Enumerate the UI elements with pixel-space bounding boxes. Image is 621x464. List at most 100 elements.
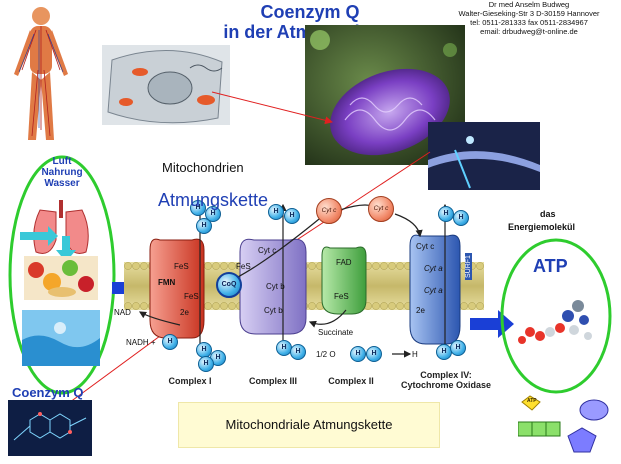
lipid-head <box>396 262 404 270</box>
proton-bubble: H <box>290 344 306 360</box>
atp-structure-icon <box>518 395 609 453</box>
lipid-head <box>140 262 148 270</box>
wasser-label: Wasser <box>44 178 80 189</box>
fmn-label: FMN <box>158 278 176 287</box>
cyt-bl-label: Cyt b <box>266 282 285 291</box>
nahrung-label: Nahrung <box>41 167 83 178</box>
lipid-head <box>460 302 468 310</box>
lipid-head <box>220 302 228 310</box>
electron-label: 2e <box>416 306 425 315</box>
oxygen-label: 1/2 O <box>316 350 336 359</box>
cyt-a-label: Cyt a <box>424 264 443 273</box>
complex-2-label: Complex II <box>328 376 374 386</box>
lipid-head <box>124 302 132 310</box>
address-line-3: tel: 0511-281333 fax 0511-2834967 <box>470 18 588 27</box>
address-block: Dr med Anselm Budweg Walter-Gieseking-St… <box>440 0 618 36</box>
fes-label: FeS <box>174 262 189 271</box>
lipid-head <box>476 302 484 310</box>
cyt-bh-label: Cyt b <box>264 306 283 315</box>
lipid-head <box>212 262 220 270</box>
left-green-ring <box>8 155 116 395</box>
cell-illustration <box>102 45 230 125</box>
lipid-head <box>124 262 132 270</box>
lipid-head <box>204 302 212 310</box>
lipid-head <box>132 302 140 310</box>
atp-ring-graphic <box>500 238 612 394</box>
lipid-head <box>228 262 236 270</box>
proton-bubble: H <box>366 346 382 362</box>
fes-label: FeS <box>184 292 199 301</box>
proton-bubble: H <box>453 210 469 226</box>
food-image <box>24 256 98 300</box>
address-line-4: email: drbudweg@t-online.de <box>480 27 578 36</box>
lipid-head <box>380 262 388 270</box>
lipid-head <box>396 302 404 310</box>
proton-bubble: H <box>284 208 300 224</box>
lungs-icon <box>20 200 89 262</box>
electron-label: 2e <box>180 308 189 317</box>
cyt-c-bubble: Cyt c <box>316 198 342 224</box>
proton-bubble: H <box>162 334 178 350</box>
lipid-head <box>220 262 228 270</box>
complex-1-label: Complex I <box>168 376 212 386</box>
proton-bubble: H <box>450 340 466 356</box>
proton-bubble: H <box>196 218 212 234</box>
complex-3-shape <box>239 238 307 335</box>
proton-bubble: H <box>350 346 366 362</box>
lipid-head <box>212 302 220 310</box>
energiemolekuel-label: Energiemolekül <box>508 222 576 232</box>
lipid-head <box>140 302 148 310</box>
fes-label: FeS <box>334 292 349 301</box>
address-line-1: Dr med Anselm Budweg <box>488 0 570 9</box>
nad-label: NAD <box>114 308 131 317</box>
lipid-head <box>388 302 396 310</box>
proton-bubble: H <box>190 200 206 216</box>
lipid-head <box>308 262 316 270</box>
atp-small-label: ATP <box>527 398 537 404</box>
mitochondrien-label: Mitochondrien <box>162 160 244 175</box>
lipid-head <box>468 302 476 310</box>
address-line-2: Walter-Gieseking-Str 3 D-30159 Hannover <box>458 9 600 18</box>
proton-bubble: H <box>205 206 221 222</box>
membrane-closeup <box>428 122 540 190</box>
complex-3-label: Complex III <box>248 376 297 386</box>
lipid-head <box>380 302 388 310</box>
water-image <box>22 310 100 366</box>
proton-bubble: H <box>198 356 214 372</box>
lipid-head <box>132 262 140 270</box>
proton-bubble: H <box>268 204 284 220</box>
caption-box: Mitochondriale Atmungskette <box>178 402 440 448</box>
complex-4-label-line1: Complex IV: <box>420 370 472 380</box>
cyt-a3-label: Cyt a <box>424 286 443 295</box>
atmungskette-label: Atmungskette <box>158 190 269 210</box>
coenzym-q-label: Coenzym Q <box>12 385 84 400</box>
complex-4-label-line2: Cytochrome Oxidase <box>400 380 492 390</box>
atp-label: ATP <box>533 256 568 276</box>
lipid-head <box>372 302 380 310</box>
lipid-head <box>476 262 484 270</box>
luft-label: Luft <box>52 156 72 167</box>
das-label: das <box>540 209 556 219</box>
succinate-label: Succinate <box>318 328 354 337</box>
cyt-c1-label: Cyt c <box>258 246 277 255</box>
human-body-illustration <box>14 7 68 140</box>
fad-label: FAD <box>336 258 352 267</box>
title-line-1: Coenzym Q <box>260 2 360 22</box>
lipid-head <box>228 302 236 310</box>
lipid-head <box>308 302 316 310</box>
surf1-label: SURF1 <box>465 253 472 280</box>
lipid-head <box>204 262 212 270</box>
coenzyme-molecule-image <box>8 400 92 456</box>
caption-text: Mitochondriale Atmungskette <box>225 417 393 432</box>
cyt-c-complex4-label: Cyt c <box>416 242 435 251</box>
lipid-head <box>372 262 380 270</box>
water-product-label: H <box>412 350 418 359</box>
inputs-label: Luft Nahrung Wasser <box>36 156 88 189</box>
nadh-label: NADH + <box>126 338 156 347</box>
complex-4-label: Complex IV: Cytochrome Oxidase <box>396 370 496 390</box>
proton-bubble: H <box>438 206 454 222</box>
lipid-head <box>388 262 396 270</box>
coq-molecule: CoQ <box>216 272 242 298</box>
complex-1-shape <box>149 238 205 339</box>
